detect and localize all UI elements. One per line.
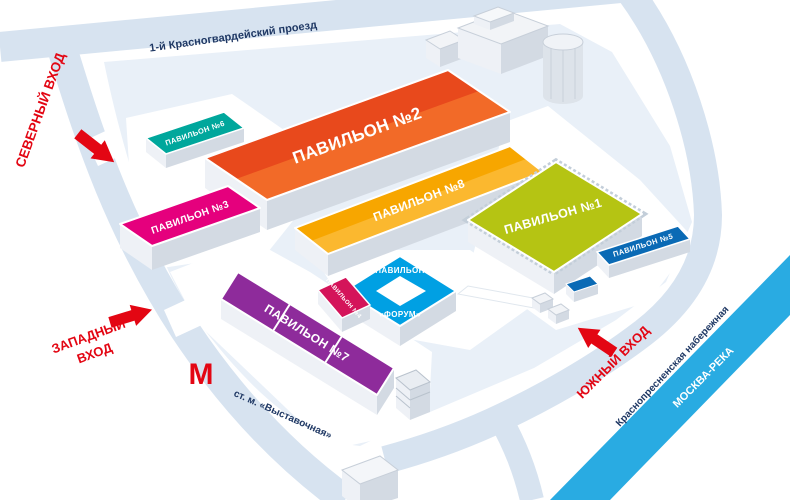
pavilion-4[interactable]: ПАВИЛЬОН №4 <box>316 276 372 332</box>
pavilion-5-roof <box>595 225 692 266</box>
pavilion-6[interactable]: ПАВИЛЬОН №6 <box>144 111 246 168</box>
pavilion-2[interactable]: ПАВИЛЬОН №2 <box>204 69 511 230</box>
pavilion-4-roof <box>316 276 372 319</box>
pavilion-1-roof <box>467 161 643 273</box>
pavilion-8[interactable]: ПАВИЛЬОН №8 <box>294 145 544 276</box>
pavilion-3[interactable]: ПАВИЛЬОН №3 <box>119 185 261 270</box>
storage-tank <box>542 33 584 104</box>
metro-icon: М <box>189 358 214 391</box>
pavilion-7[interactable]: ПАВИЛЬОН №7 <box>220 271 431 420</box>
pavilion-7-tower <box>395 369 431 420</box>
pavilion-5-annex <box>565 275 599 293</box>
pavilion-1[interactable]: ПАВИЛЬОН №1 <box>461 157 649 294</box>
road-north <box>0 0 644 62</box>
service-buildings <box>424 6 584 104</box>
pavilion-forum-label-1: ПАВИЛЬОН <box>375 266 425 275</box>
south-entrance-arrow-icon <box>577 327 618 357</box>
road-south-stub <box>489 412 544 500</box>
road-east-embankment <box>381 0 723 474</box>
north-entrance-arrow-icon <box>74 129 115 163</box>
south-service-building <box>340 455 400 500</box>
pavilion-3-roof <box>119 185 261 247</box>
pavilion-6-roof <box>144 111 246 155</box>
moskva-river <box>550 255 790 500</box>
forum-skylight <box>376 276 426 306</box>
walkway-forum-p1 <box>456 285 571 324</box>
west-entrance-arrow-icon <box>108 304 153 328</box>
north-entrance-label: СЕВЕРНЫЙ ВХОД <box>13 50 69 169</box>
pavilion-forum-label-2: «ФОРУМ» <box>379 310 421 319</box>
